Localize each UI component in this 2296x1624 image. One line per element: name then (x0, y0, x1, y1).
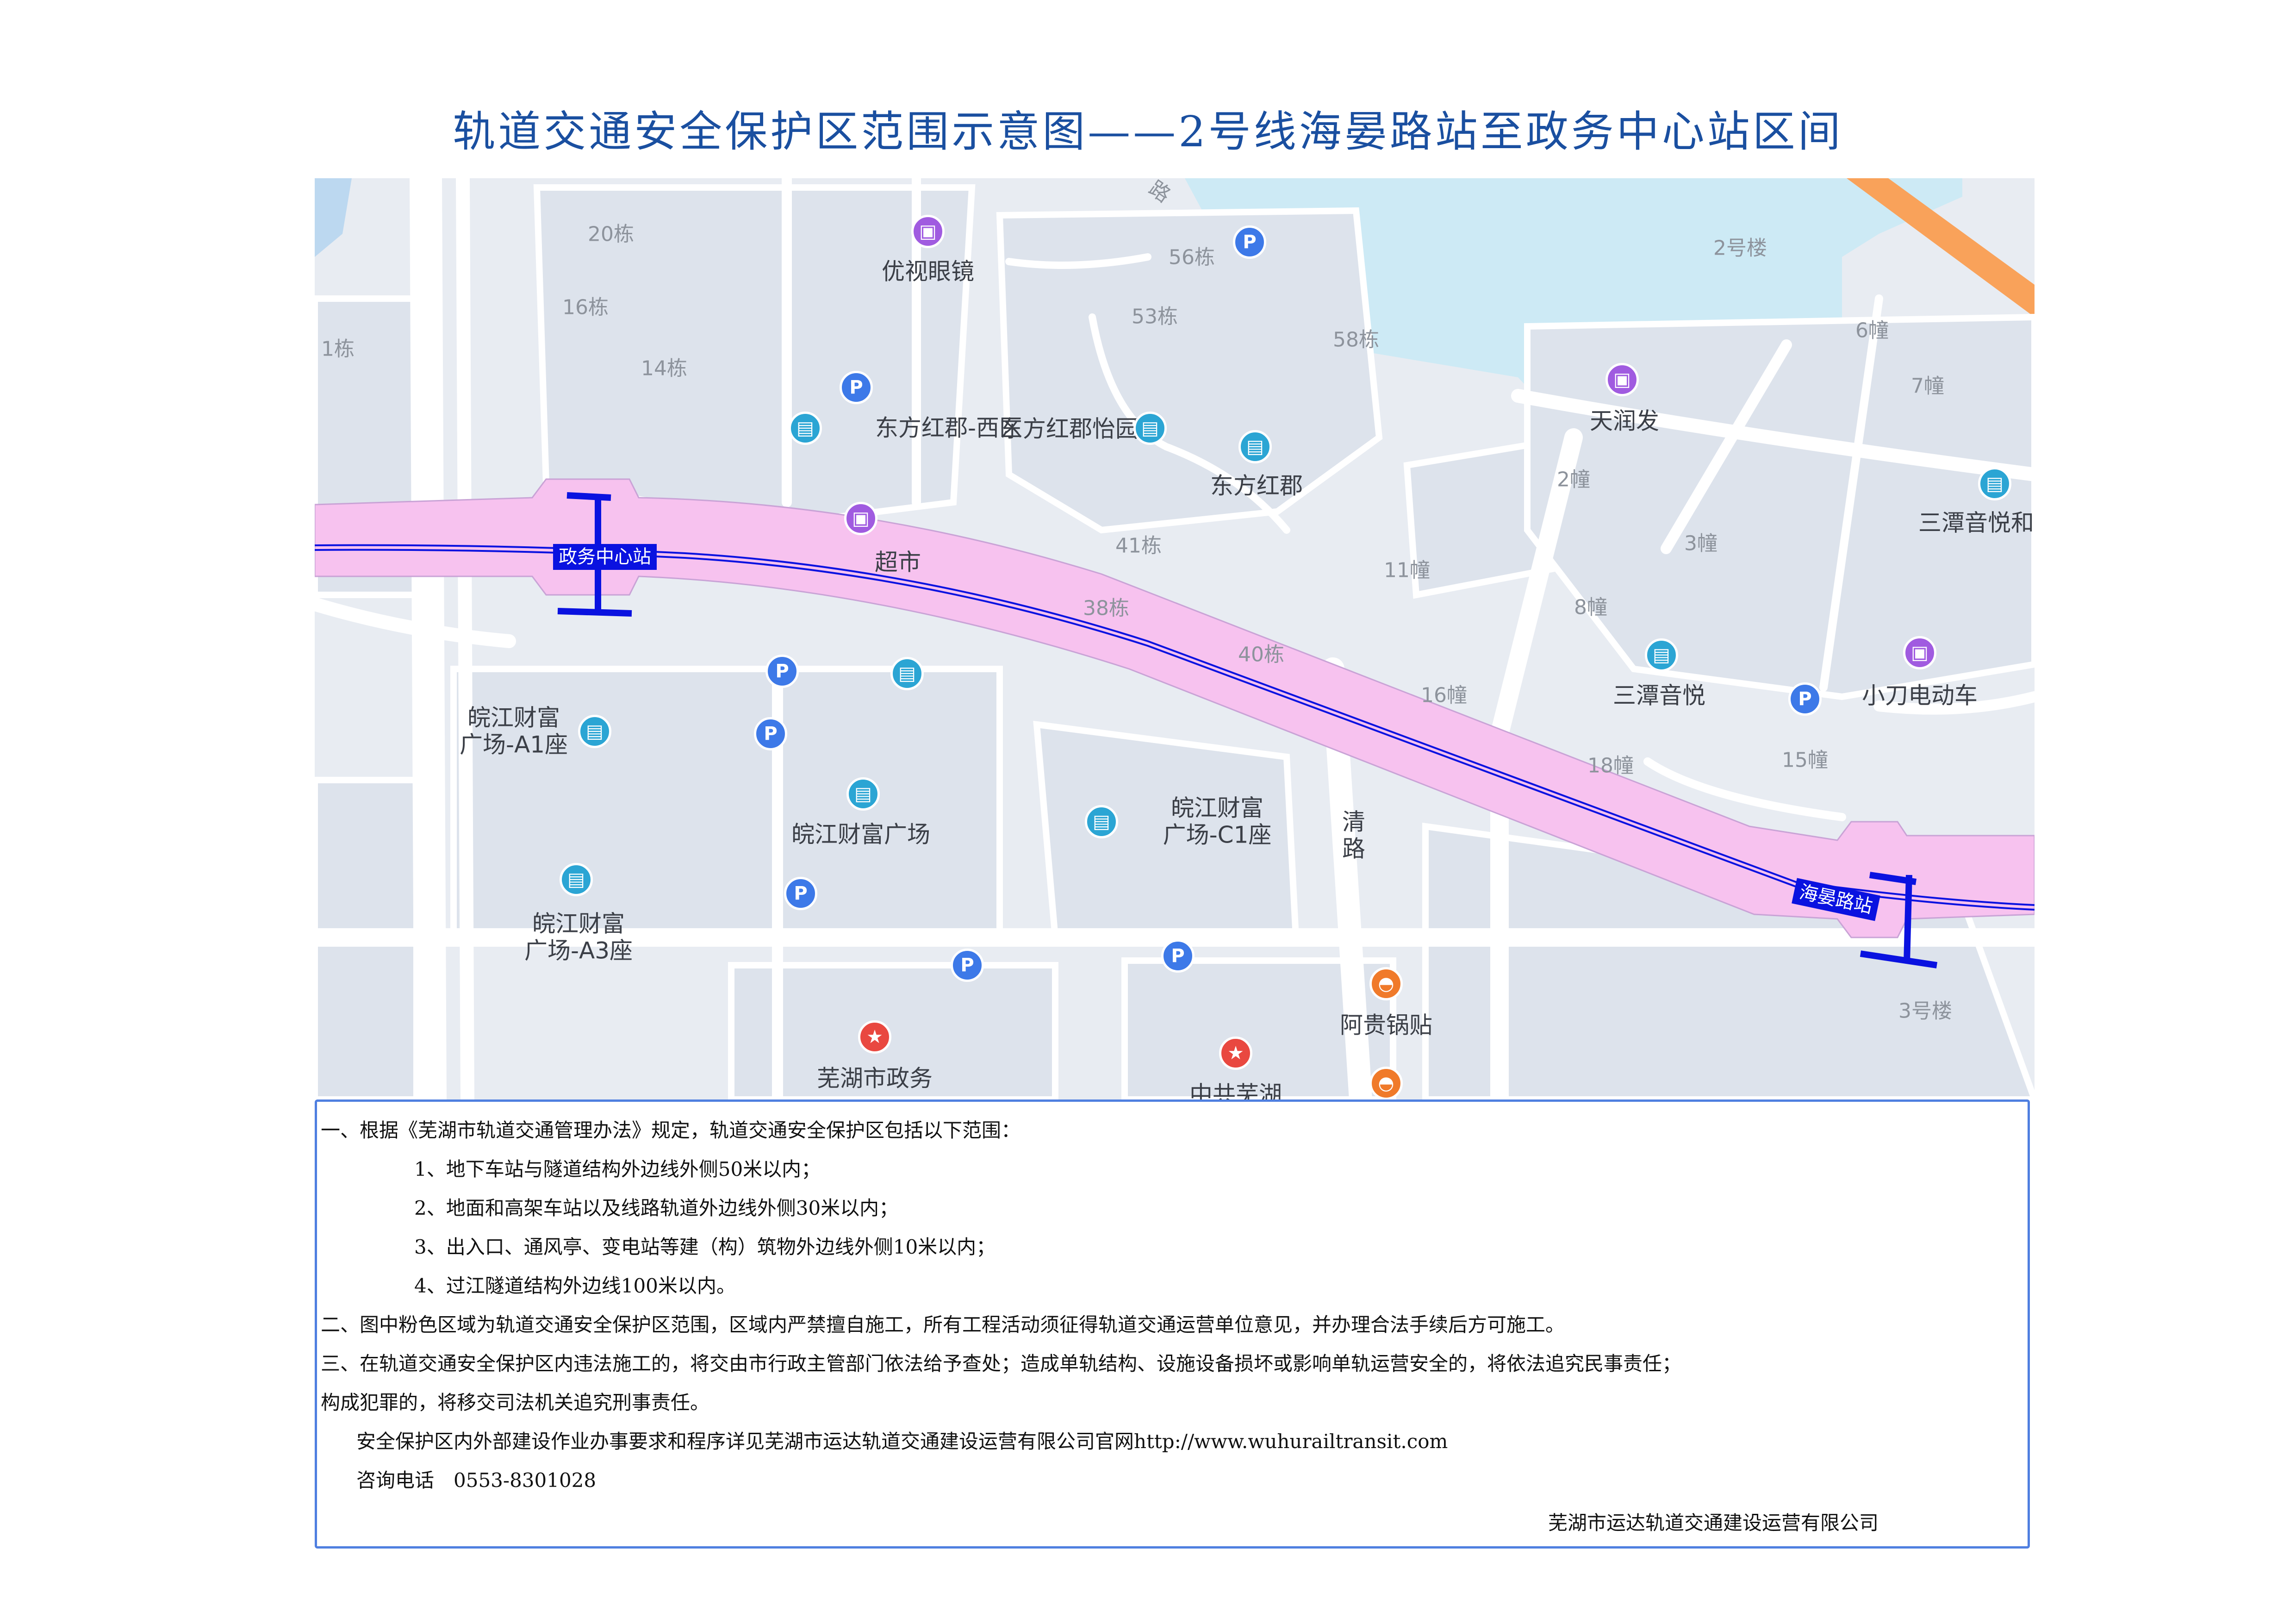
map-label: 2幢 (1557, 468, 1590, 492)
map-label: 1栋 (321, 337, 355, 361)
map-label: 8幢 (1574, 595, 1607, 619)
notes-item-4: 4、过江隧道结构外边线100米以内。 (414, 1274, 736, 1297)
map-label: 11幢 (1384, 558, 1430, 582)
notes-item-3: 3、出入口、通风亭、变电站等建（构）筑物外边线外侧10米以内； (414, 1236, 996, 1258)
map-label: 15幢 (1782, 748, 1828, 772)
poi-label: 东方红郡 (1210, 472, 1303, 500)
parking-icon[interactable]: P (840, 371, 873, 404)
poi-label: 皖江财富广场-A1座 (459, 704, 568, 758)
building-icon[interactable]: ▤ (1085, 805, 1118, 838)
building-icon[interactable]: ▤ (1978, 467, 2011, 500)
map-label: 2号楼 (1713, 236, 1767, 260)
poi-label: 皖江财富广场-A3座 (524, 910, 633, 964)
map-label: 56栋 (1169, 245, 1215, 269)
notes-third-line1: 三、在轨道交通安全保护区内违法施工的，将交由市行政主管部门依法给予查处；造成单轨… (321, 1352, 1682, 1375)
parking-icon[interactable]: P (951, 949, 984, 982)
building-icon[interactable]: ▤ (890, 657, 924, 690)
shopping-icon[interactable]: ▣ (1903, 636, 1936, 669)
map-label: 53栋 (1132, 305, 1178, 329)
building-icon[interactable]: ▤ (560, 863, 593, 896)
shopping-icon[interactable]: ▣ (844, 502, 877, 535)
notes-panel: 一、根据《芜湖市轨道交通管理办法》规定，轨道交通安全保护区包括以下范围： 1、地… (315, 1099, 2030, 1549)
parking-icon[interactable]: P (1161, 939, 1195, 973)
map-label: 41栋 (1115, 534, 1162, 558)
map-label: 3幢 (1684, 531, 1717, 556)
map-label: 3号楼 (1898, 999, 1952, 1023)
parking-icon[interactable]: P (754, 717, 787, 750)
notes-second: 二、图中粉色区域为轨道交通安全保护区范围，区域内严禁擅自施工，所有工程活动须征得… (321, 1313, 1565, 1336)
building-icon[interactable]: ▤ (789, 412, 822, 445)
poi-label: 天润发 (1590, 407, 1659, 435)
notes-third-line2: 构成犯罪的，将移交司法机关追究刑事责任。 (321, 1391, 710, 1414)
poi-label: 东方红郡-西区 (875, 414, 1023, 442)
poi-label: 芜湖市政务 (817, 1065, 933, 1092)
map-label: 58栋 (1333, 328, 1379, 352)
shopping-icon[interactable]: ▣ (1605, 363, 1639, 396)
poi-label: 中共芜湖 (1189, 1081, 1282, 1099)
map-base (315, 178, 2035, 1099)
government-icon[interactable]: ★ (858, 1020, 891, 1054)
map-label: 14栋 (641, 356, 687, 381)
poi-label: 东方红郡怡园 (1000, 415, 1139, 443)
poi-label: 超市 (875, 549, 921, 576)
protection-zone (315, 478, 2035, 938)
station-label-zhengwuzhongxin[interactable]: 政务中心站 (553, 544, 657, 570)
building-icon[interactable]: ▤ (1133, 412, 1167, 445)
building-icon[interactable]: ▤ (1238, 430, 1272, 463)
map-view[interactable]: 政务中心站 海晏路站 20栋 16栋 14栋 1栋 56栋 53栋 58栋 2号… (315, 178, 2035, 1099)
page-title: 轨道交通安全保护区范围示意图——2号线海晏路站至政务中心站区间 (453, 107, 1843, 156)
map-label: 16幢 (1421, 683, 1467, 707)
map-label: 40栋 (1238, 643, 1284, 667)
government-icon[interactable]: ★ (1219, 1037, 1252, 1070)
map-label: 7幢 (1911, 374, 1944, 398)
poi-label: 优视眼镜 (882, 258, 974, 285)
notes-item-1: 1、地下车站与隧道结构外边线外侧50米以内； (414, 1158, 821, 1181)
building-icon[interactable]: ▤ (1645, 638, 1678, 672)
parking-icon[interactable]: P (765, 655, 799, 688)
map-label: 18幢 (1587, 754, 1634, 778)
poi-label: 三潭音悦和 (1918, 509, 2034, 537)
poi-label: 小刀电动车 (1862, 682, 1978, 709)
building-icon[interactable]: ▤ (578, 715, 611, 748)
shopping-icon[interactable]: ▣ (911, 215, 945, 248)
map-label: 16栋 (562, 295, 609, 319)
building-icon[interactable]: ▤ (846, 777, 880, 811)
poi-label: 三潭音悦 (1613, 682, 1705, 709)
notes-phone: 咨询电话 0553-8301028 (356, 1469, 597, 1492)
map-label: 6幢 (1855, 319, 1889, 343)
parking-icon[interactable]: P (784, 877, 817, 910)
restaurant-icon[interactable]: ◓ (1369, 967, 1403, 1000)
restaurant-icon[interactable]: ◓ (1369, 1067, 1403, 1099)
notes-company: 芜湖市运达轨道交通建设运营有限公司 (1548, 1512, 1879, 1534)
poi-label: 皖江财富广场-C1座 (1163, 794, 1272, 848)
road-label: 清路 (1342, 808, 1365, 862)
parking-icon[interactable]: P (1233, 225, 1266, 259)
notes-intro: 一、根据《芜湖市轨道交通管理办法》规定，轨道交通安全保护区包括以下范围： (321, 1119, 1021, 1142)
parking-icon[interactable]: P (1788, 682, 1822, 716)
map-label: 38栋 (1083, 596, 1129, 620)
notes-item-2: 2、地面和高架车站以及线路轨道外边线外侧30米以内； (414, 1197, 899, 1219)
map-label: 20栋 (588, 222, 634, 246)
poi-label: 阿贵锅贴 (1340, 1012, 1432, 1039)
poi-label: 皖江财富广场 (791, 821, 930, 848)
notes-info: 安全保护区内外部建设作业办事要求和程序详见芜湖市运达轨道交通建设运营有限公司官网… (356, 1430, 1448, 1453)
